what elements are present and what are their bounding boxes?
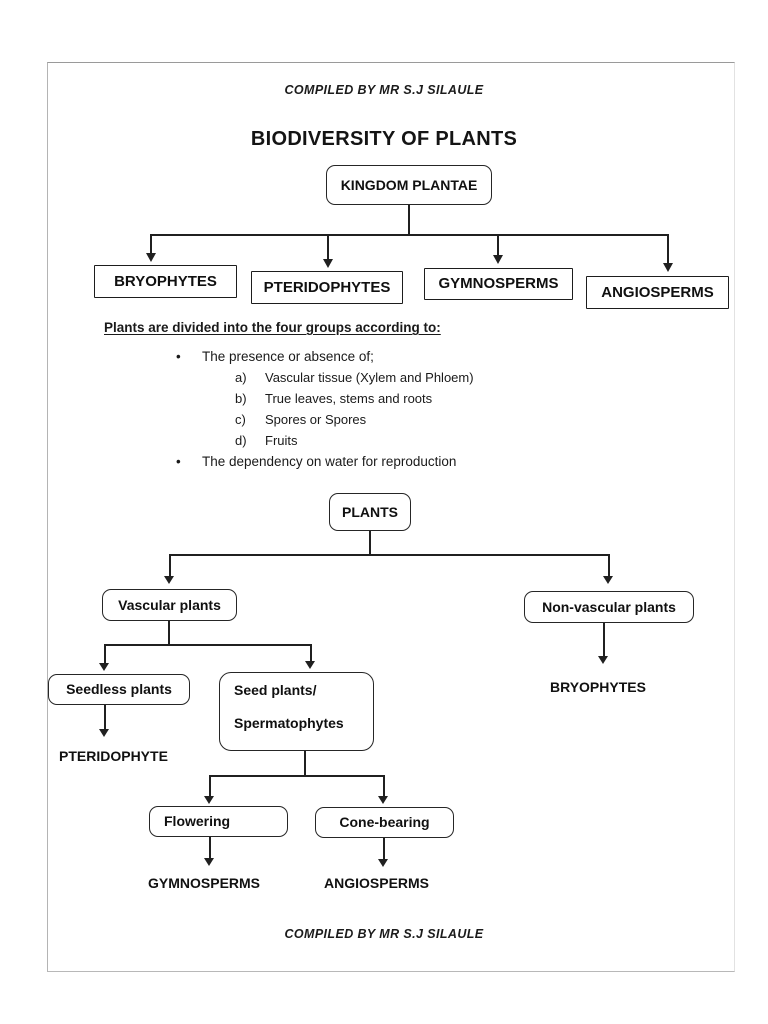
node-group-pteridophytes[interactable]: PTERIDOPHYTES (251, 271, 403, 304)
criteria-sub-text: Vascular tissue (Xylem and Phloem) (265, 370, 474, 385)
criteria-bullet-one: • The presence or absence of; (104, 349, 624, 364)
node-group-gymnosperms[interactable]: GYMNOSPERMS (424, 268, 573, 300)
bullet-glyph-icon: • (176, 349, 181, 364)
criteria-list: Plants are divided into the four groups … (104, 320, 624, 475)
label-pteridophyte-result: PTERIDOPHYTE (59, 748, 168, 764)
node-vascular-plants[interactable]: Vascular plants (102, 589, 237, 621)
node-group-angiosperms[interactable]: ANGIOSPERMS (586, 276, 729, 309)
criteria-sub-item: c) Spores or Spores (104, 412, 624, 427)
arrowhead-bryophytes-result (598, 656, 608, 664)
criteria-sub-item: d) Fruits (104, 433, 624, 448)
connector-seedless-to-pteridophyte (104, 705, 106, 734)
connector-leg-pteridophytes (327, 234, 330, 262)
connector-root-stem (408, 205, 411, 236)
criteria-sub-marker: a) (235, 370, 247, 385)
arrowhead-seed-plants (305, 661, 315, 669)
label-bryophytes-result: BRYOPHYTES (550, 679, 646, 695)
seed-plants-line-two: Spermatophytes (234, 715, 344, 732)
connector-leg-seedless (104, 644, 106, 666)
criteria-heading: Plants are divided into the four groups … (104, 320, 441, 335)
connector-seed-plants-stem (304, 751, 306, 776)
connector-vascular-bus (104, 644, 312, 646)
criteria-sub-text: Fruits (265, 433, 298, 448)
connector-cone-bearing-to-angiosperms (383, 838, 385, 864)
criteria-bullet-two: • The dependency on water for reproducti… (104, 454, 624, 469)
arrowhead-vascular (164, 576, 174, 584)
arrowhead-pteridophytes (322, 259, 333, 268)
connector-plants-bus (169, 554, 610, 556)
label-angiosperms-result: ANGIOSPERMS (324, 875, 430, 891)
arrowhead-non-vascular (603, 576, 613, 584)
bullet-glyph-icon: • (176, 454, 181, 469)
connector-leg-angiosperms (667, 234, 670, 266)
arrowhead-bryophytes (145, 253, 156, 262)
arrowhead-seedless (99, 663, 109, 671)
node-seed-plants-spermatophytes[interactable]: Seed plants/ Spermatophytes (219, 672, 374, 751)
connector-flowering-to-gymnosperms (209, 837, 211, 863)
criteria-sub-text: Spores or Spores (265, 412, 367, 427)
criteria-bullet-one-text: The presence or absence of; (202, 349, 374, 364)
credit-line-top: COMPILED BY MR S.J SILAULE (284, 83, 484, 97)
node-cone-bearing[interactable]: Cone-bearing (315, 807, 454, 838)
connector-leg-flowering (209, 775, 211, 799)
arrowhead-flowering (204, 796, 214, 804)
connector-seed-plants-bus (209, 775, 385, 777)
arrowhead-gymnosperms-result (204, 858, 214, 866)
page-title: BIODIVERSITY OF PLANTS (250, 128, 518, 150)
connector-bus (150, 234, 669, 237)
connector-leg-gymnosperms (497, 234, 500, 258)
connector-vascular-stem (168, 621, 170, 645)
criteria-sub-item: a) Vascular tissue (Xylem and Phloem) (104, 370, 624, 385)
criteria-sub-item: b) True leaves, stems and roots (104, 391, 624, 406)
arrowhead-gymnosperms (492, 255, 503, 264)
connector-leg-vascular (169, 554, 171, 579)
arrowhead-angiosperms (662, 263, 673, 272)
node-seedless-plants[interactable]: Seedless plants (48, 674, 190, 705)
connector-leg-cone-bearing (383, 775, 385, 799)
criteria-sub-marker: d) (235, 433, 247, 448)
arrowhead-cone-bearing (378, 796, 388, 804)
connector-leg-bryophytes (150, 234, 153, 256)
criteria-sub-marker: b) (235, 391, 247, 406)
credit-line-bottom: COMPILED BY MR S.J SILAULE (284, 927, 484, 941)
connector-leg-seed-plants (310, 644, 312, 664)
seed-plants-line-one: Seed plants/ (234, 682, 317, 698)
criteria-bullet-two-text: The dependency on water for reproduction (202, 454, 457, 469)
arrowhead-pteridophyte-result (99, 729, 109, 737)
node-flowering[interactable]: Flowering (149, 806, 288, 837)
label-gymnosperms-result: GYMNOSPERMS (148, 875, 261, 891)
connector-leg-non-vascular (608, 554, 610, 579)
criteria-sub-marker: c) (235, 412, 246, 427)
node-group-bryophytes[interactable]: BRYOPHYTES (94, 265, 237, 298)
connector-non-vascular-to-bryophytes (603, 623, 605, 661)
criteria-sub-text: True leaves, stems and roots (265, 391, 433, 406)
connector-plants-stem (369, 531, 371, 555)
arrowhead-angiosperms-result (378, 859, 388, 867)
node-kingdom-plantae[interactable]: KINGDOM PLANTAE (326, 165, 492, 205)
node-plants[interactable]: PLANTS (329, 493, 411, 531)
node-non-vascular-plants[interactable]: Non-vascular plants (524, 591, 694, 623)
